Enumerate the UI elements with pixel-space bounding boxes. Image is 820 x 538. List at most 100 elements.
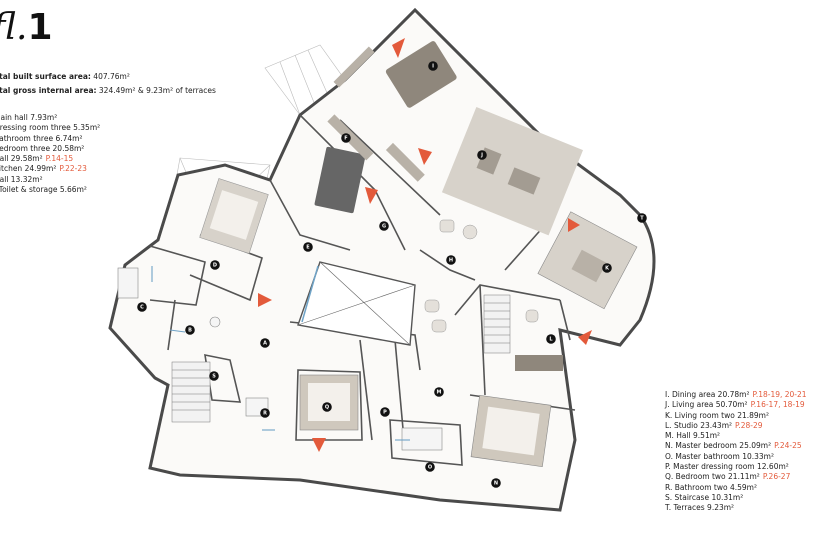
room-marker-letter: H bbox=[449, 257, 453, 263]
legend-row: T. Terraces 9.23m² bbox=[665, 503, 807, 513]
legend-room-text: O. Master bathroom 10.33m² bbox=[665, 451, 774, 461]
light-well bbox=[297, 261, 416, 346]
room-marker-dot bbox=[380, 407, 390, 417]
room-marker-d: D bbox=[210, 260, 220, 270]
legend-room-text: N. Master bedroom 25.09m² bbox=[665, 441, 772, 451]
legend-row: M. Hall 9.51m² bbox=[665, 431, 807, 441]
room-marker-p: P bbox=[380, 407, 390, 417]
room-marker-dot bbox=[260, 338, 270, 348]
legend-room-text: Main hall 7.93m² bbox=[0, 113, 58, 122]
legend-room-text: Q. Bedroom two 21.11m² bbox=[665, 472, 760, 482]
legend-page-ref: P.18-19, 20-21 bbox=[752, 390, 807, 399]
legend-room-text: Bedroom three 20.58m² bbox=[0, 143, 85, 153]
room-marker-letter: M bbox=[437, 389, 442, 395]
room-marker-dot bbox=[434, 387, 444, 397]
room-marker-dot bbox=[637, 213, 647, 223]
room-marker-l: L bbox=[546, 334, 556, 344]
staircase-east bbox=[483, 294, 511, 354]
room-marker-n: N bbox=[491, 478, 501, 488]
legend-page-ref: P.28-29 bbox=[735, 420, 763, 430]
room-marker-dot bbox=[137, 302, 147, 312]
interior-walls bbox=[149, 114, 576, 466]
room-markers: A B C D E F G H I J K L M N O P Q R S T bbox=[137, 61, 647, 488]
dining-table bbox=[385, 41, 457, 108]
legend-row: Main hall 7.93m² bbox=[0, 113, 100, 123]
room-marker-letter: B bbox=[188, 327, 192, 333]
built-area-value: 407.76m² bbox=[93, 72, 130, 81]
bed-two bbox=[299, 374, 359, 431]
door-swings bbox=[151, 266, 410, 441]
view-cones bbox=[258, 38, 592, 452]
room-marker-i: I bbox=[428, 61, 438, 71]
room-marker-dot bbox=[602, 263, 612, 273]
legend-row: Bedroom three 20.58m² bbox=[0, 144, 100, 154]
built-area-line: otal built surface area: 407.76m² bbox=[0, 72, 130, 81]
legend-row: O. Master bathroom 10.33m² bbox=[665, 452, 807, 462]
room-marker-letter: P bbox=[383, 409, 387, 415]
floor-title: fl.1 bbox=[0, 8, 53, 48]
room-marker-dot bbox=[260, 408, 270, 418]
room-marker-letter: S bbox=[212, 373, 216, 379]
legend-room-text: J. Living area 50.70m² bbox=[665, 400, 748, 410]
chairs bbox=[424, 219, 539, 333]
room-marker-letter: L bbox=[549, 336, 553, 342]
room-marker-dot bbox=[209, 371, 219, 381]
room-marker-t: T bbox=[637, 213, 647, 223]
room-marker-dot bbox=[322, 402, 332, 412]
room-marker-letter: Q bbox=[325, 404, 329, 410]
room-marker-dot bbox=[477, 150, 487, 160]
room-marker-c: C bbox=[137, 302, 147, 312]
room-marker-letter: C bbox=[140, 304, 144, 310]
room-marker-letter: T bbox=[640, 215, 644, 221]
room-marker-letter: R bbox=[263, 410, 267, 416]
room-marker-letter: G bbox=[382, 223, 386, 229]
room-marker-f: F bbox=[341, 133, 351, 143]
legend-page-ref: P.14-15 bbox=[45, 154, 74, 164]
legend-room-text: K. Living room two 21.89m² bbox=[665, 410, 769, 420]
room-marker-k: K bbox=[602, 263, 612, 273]
floor-prefix: fl. bbox=[0, 7, 28, 48]
legend-row: R. Bathroom two 4.59m² bbox=[665, 483, 807, 493]
legend-room-text: . Toilet & storage 5.66m² bbox=[0, 185, 87, 195]
legend-room-text: M. Hall 9.51m² bbox=[665, 431, 721, 441]
legend-page-ref: P.22-23 bbox=[59, 164, 87, 174]
room-marker-a: A bbox=[260, 338, 270, 348]
room-marker-h: H bbox=[446, 255, 456, 265]
legend-room-text: T. Terraces 9.23m² bbox=[665, 503, 735, 513]
room-marker-letter: D bbox=[213, 262, 217, 268]
room-marker-e: E bbox=[303, 242, 313, 252]
legend-row: Bathroom three 6.74m² bbox=[0, 134, 100, 144]
room-marker-letter: I bbox=[432, 63, 434, 69]
room-marker-o: O bbox=[425, 462, 435, 472]
kitchen-island bbox=[314, 146, 366, 214]
living-rug bbox=[441, 106, 584, 236]
room-marker-letter: O bbox=[428, 464, 432, 470]
room-marker-r: R bbox=[260, 408, 270, 418]
legend-room-text: Hall 29.58m² bbox=[0, 154, 43, 164]
room-marker-dot bbox=[341, 133, 351, 143]
legend-row: Dressing room three 5.35m² bbox=[0, 123, 100, 133]
room-marker-dot bbox=[210, 260, 220, 270]
room-marker-dot bbox=[303, 242, 313, 252]
legend-room-text: S. Staircase 10.31m² bbox=[665, 492, 744, 502]
gross-area-value: 324.49m² & 9.23m² of terraces bbox=[98, 86, 216, 95]
room-marker-j: J bbox=[477, 150, 487, 160]
master-bed bbox=[470, 394, 552, 468]
room-marker-m: M bbox=[434, 387, 444, 397]
room-marker-letter: E bbox=[306, 244, 310, 250]
room-marker-letter: F bbox=[344, 135, 347, 141]
gross-area-label: otal gross internal area: bbox=[0, 86, 97, 95]
room-marker-dot bbox=[546, 334, 556, 344]
legend-row: K. Living room two 21.89m² bbox=[665, 411, 807, 421]
built-area-label: otal built surface area: bbox=[0, 72, 91, 81]
gross-area-line: otal gross internal area: 324.49m² & 9.2… bbox=[0, 86, 216, 95]
legend-room-text: Bathroom three 6.74m² bbox=[0, 133, 83, 143]
legend-room-text: Kitchen 24.99m² bbox=[0, 164, 57, 174]
